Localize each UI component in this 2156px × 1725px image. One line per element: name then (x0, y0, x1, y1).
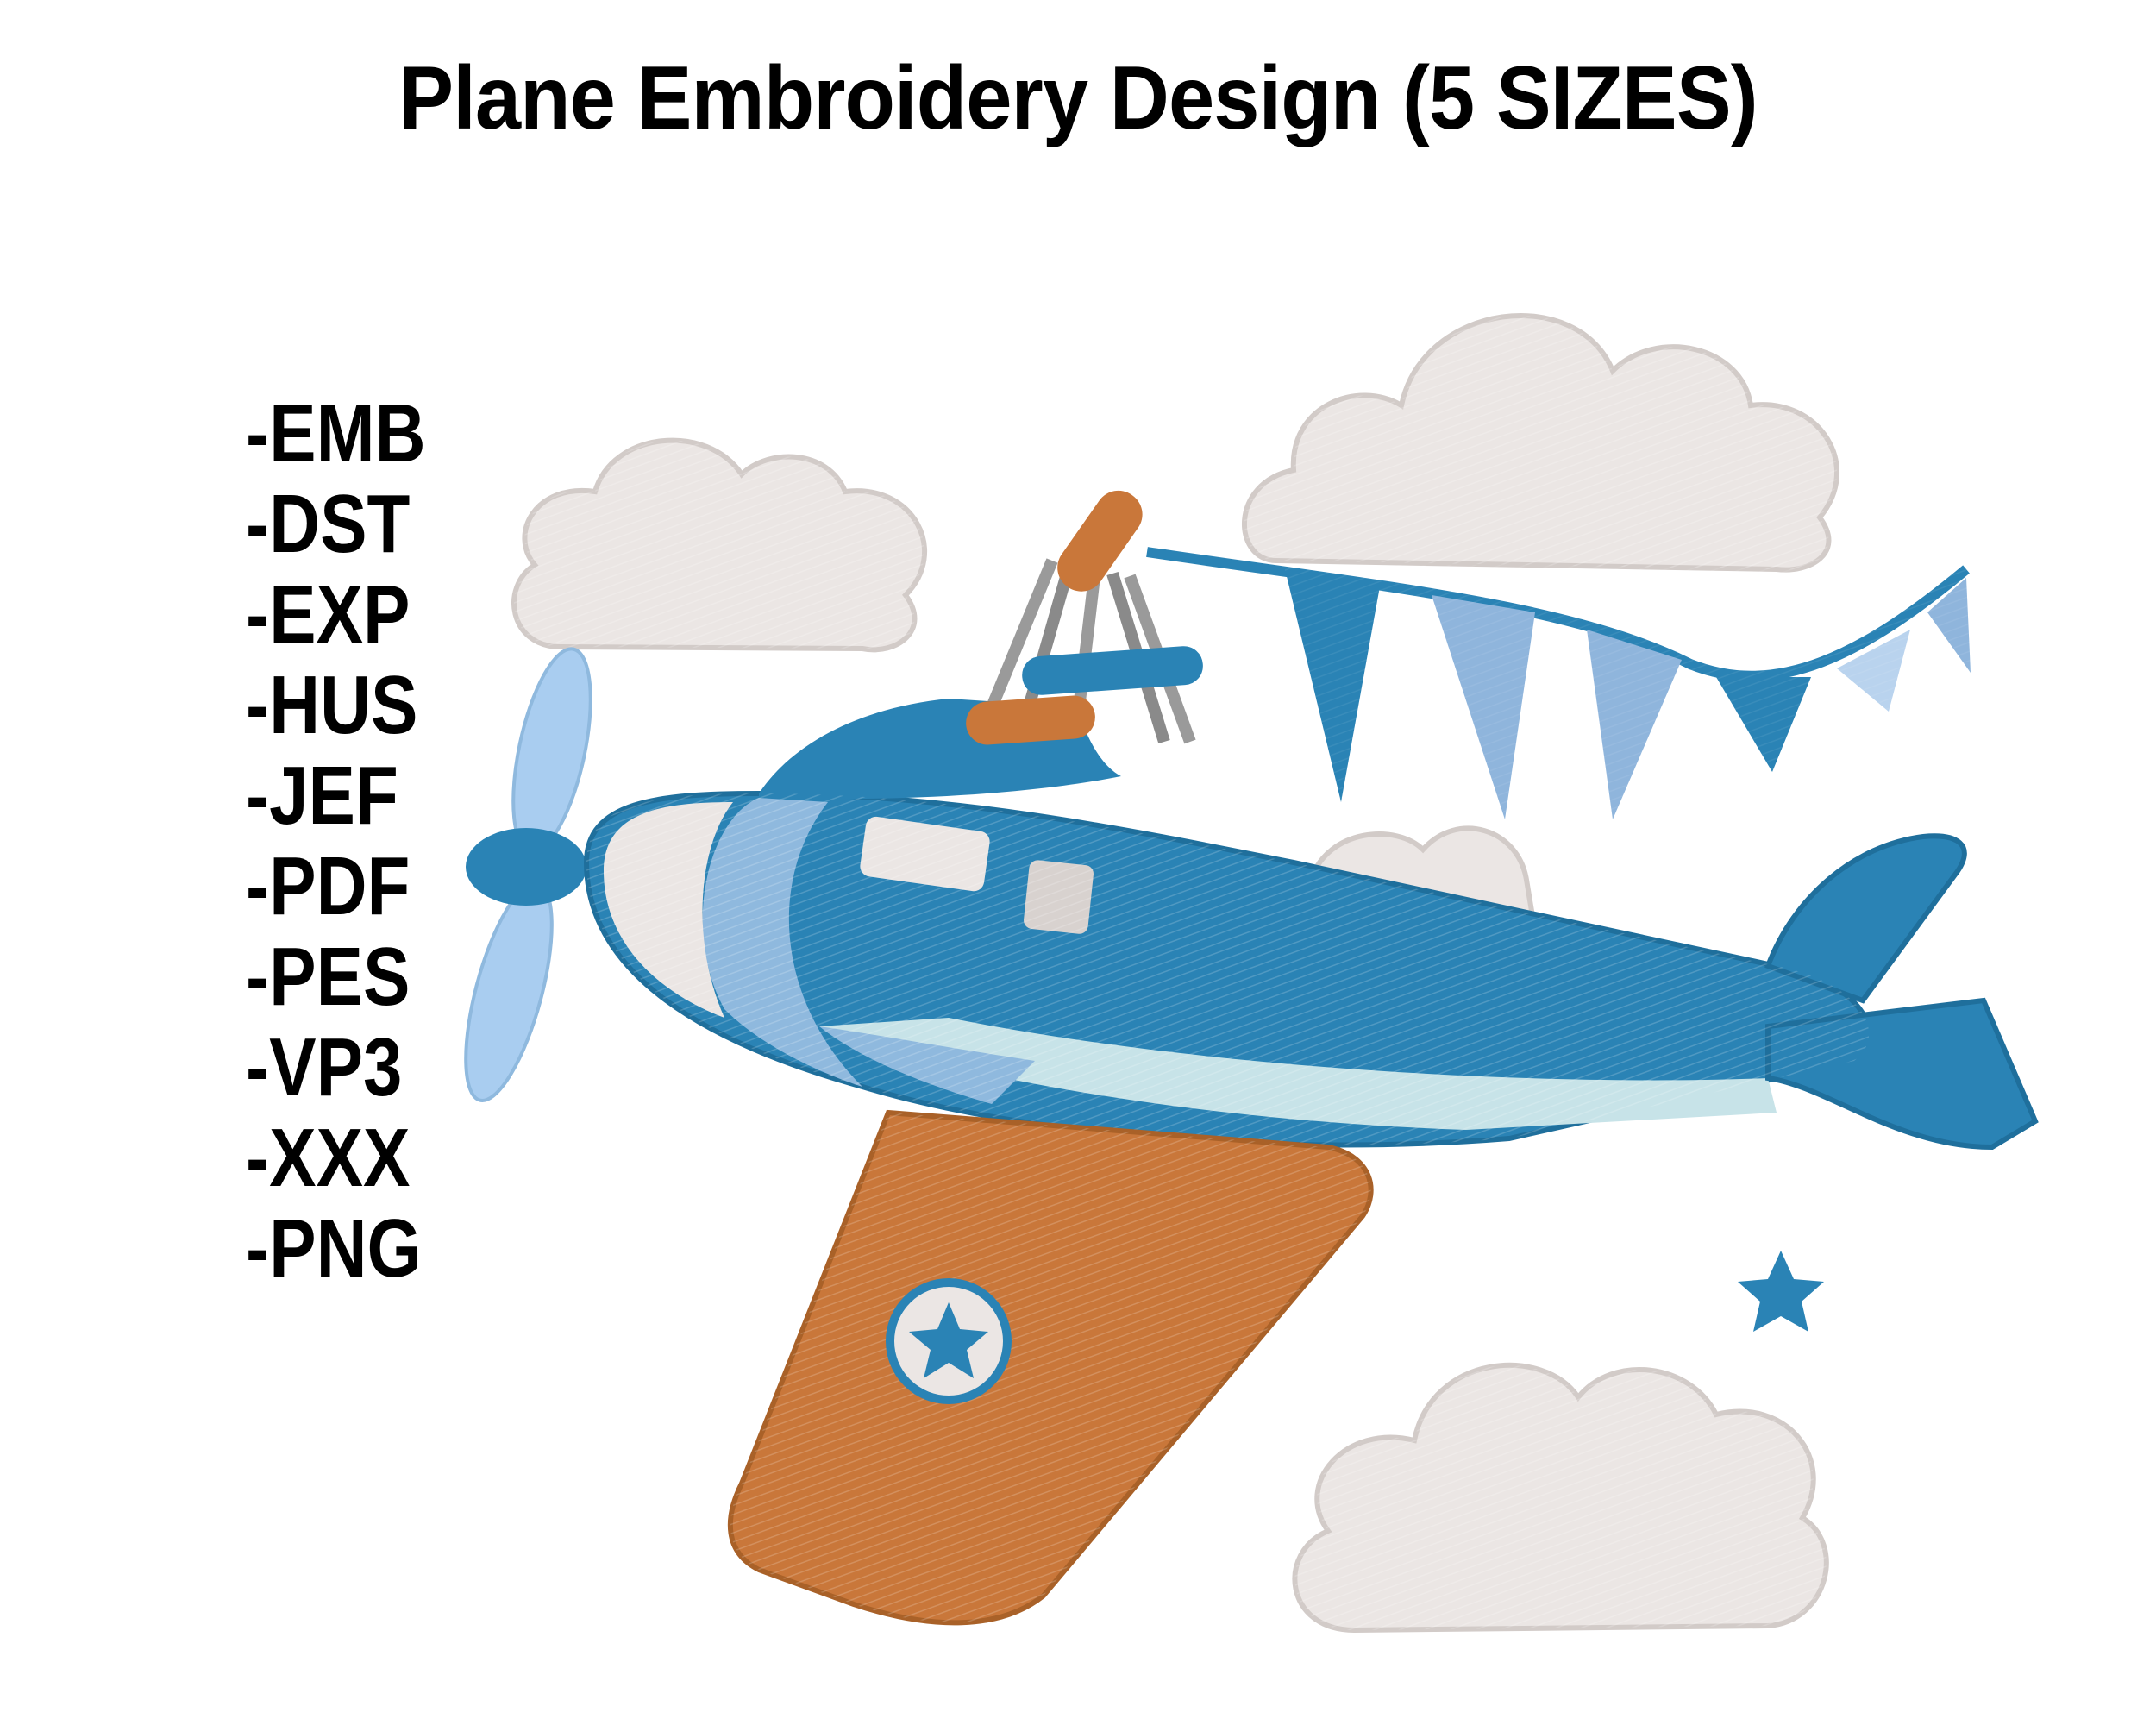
format-item: -JEF (246, 750, 398, 842)
cloud-top-right (1241, 312, 1839, 573)
format-item: -PNG (246, 1202, 422, 1295)
wing (727, 1109, 1374, 1626)
page-title: Plane Embroidery Design (5 SIZES) (398, 48, 1758, 148)
propeller (464, 647, 592, 1102)
star-icon (909, 1302, 988, 1378)
star-icon (1738, 1251, 1824, 1332)
file-format-list: -EMB -DST -EXP -HUS -JEF -PDF -PES -VP3 … (246, 388, 457, 1294)
format-item: -DST (246, 478, 411, 570)
cockpit-struts (986, 490, 1203, 744)
fuselage (583, 695, 2039, 1151)
format-item: -XXX (246, 1112, 411, 1204)
format-item: -HUS (246, 659, 418, 751)
format-item: -EXP (246, 568, 411, 661)
format-item: -PDF (246, 840, 411, 932)
cloud-top-left (511, 437, 928, 653)
format-item: -EMB (246, 387, 426, 480)
cloud-bottom (1292, 1362, 1829, 1634)
format-item: -VP3 (246, 1021, 403, 1113)
bunting-flags (1146, 547, 1975, 824)
format-item: -PES (246, 931, 411, 1023)
